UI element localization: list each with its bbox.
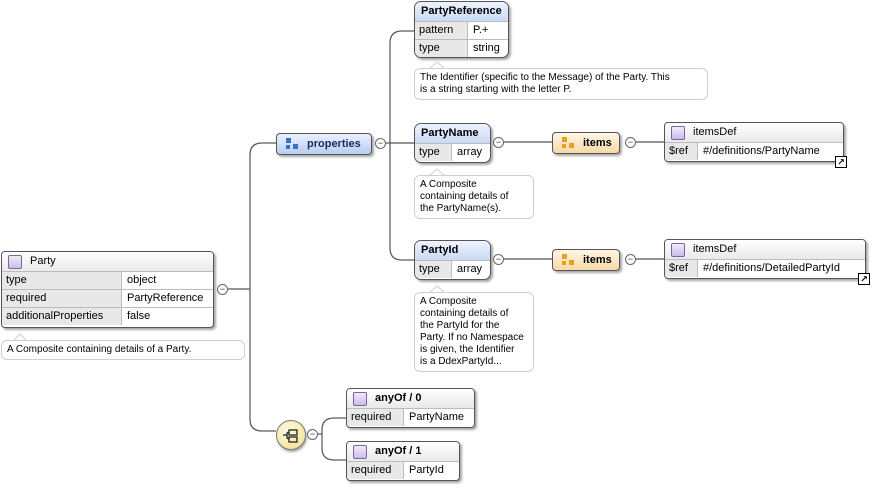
properties-label: properties — [307, 138, 361, 150]
external-link-icon[interactable]: ↗ — [858, 273, 870, 285]
party-id-items-def-header: itemsDef — [665, 240, 865, 259]
properties-icon — [286, 137, 299, 151]
element-icon — [671, 242, 685, 257]
party-id-items-def-ref: $ref#/definitions/DetailedPartyId — [665, 259, 865, 277]
element-icon — [8, 254, 22, 269]
party-id-annotation: A Composite containing details of the Pa… — [414, 292, 534, 372]
any-of-compositor-icon[interactable] — [276, 420, 306, 450]
party-header: Party — [2, 252, 213, 271]
element-icon — [353, 444, 367, 459]
party-reference-annotation: The Identifier (specific to the Message)… — [414, 68, 708, 100]
party-name-header: PartyName — [415, 124, 490, 143]
element-icon — [671, 125, 685, 140]
party-name-items-node[interactable]: items — [552, 132, 620, 154]
party-reference-header: PartyReference — [415, 2, 508, 21]
party-id-collapse-toggle[interactable]: − — [493, 254, 504, 265]
element-icon — [353, 391, 367, 406]
party-id-items-node[interactable]: items — [552, 249, 620, 271]
any-of-symbol-icon — [283, 429, 298, 443]
party-name-items-collapse-toggle[interactable]: − — [625, 137, 636, 148]
party-collapse-toggle[interactable]: − — [217, 284, 228, 295]
any-of-collapse-toggle[interactable]: − — [307, 429, 318, 440]
items-icon — [562, 136, 575, 150]
any-of-1-header: anyOf / 1 — [347, 442, 459, 461]
party-id-items-def[interactable]: itemsDef $ref#/definitions/DetailedParty… — [664, 239, 866, 279]
party-name-annotation: A Composite containing details of the Pa… — [414, 175, 534, 219]
party-title: Party — [30, 255, 56, 267]
properties-collapse-toggle[interactable]: − — [375, 138, 386, 149]
party-annotation: A Composite containing details of a Part… — [1, 340, 245, 360]
properties-node[interactable]: properties — [276, 133, 372, 155]
items-icon — [562, 253, 575, 267]
any-of-0-header: anyOf / 0 — [347, 389, 474, 408]
party-name-items-def[interactable]: itemsDef $ref#/definitions/PartyName — [664, 122, 844, 162]
party-name-items-def-ref: $ref#/definitions/PartyName — [665, 142, 843, 160]
external-link-icon[interactable]: ↗ — [835, 156, 847, 168]
party-id-items-collapse-toggle[interactable]: − — [625, 254, 636, 265]
party-id-header: PartyId — [415, 241, 490, 260]
party-name-collapse-toggle[interactable]: − — [493, 137, 504, 148]
party-name-items-def-header: itemsDef — [665, 123, 843, 142]
